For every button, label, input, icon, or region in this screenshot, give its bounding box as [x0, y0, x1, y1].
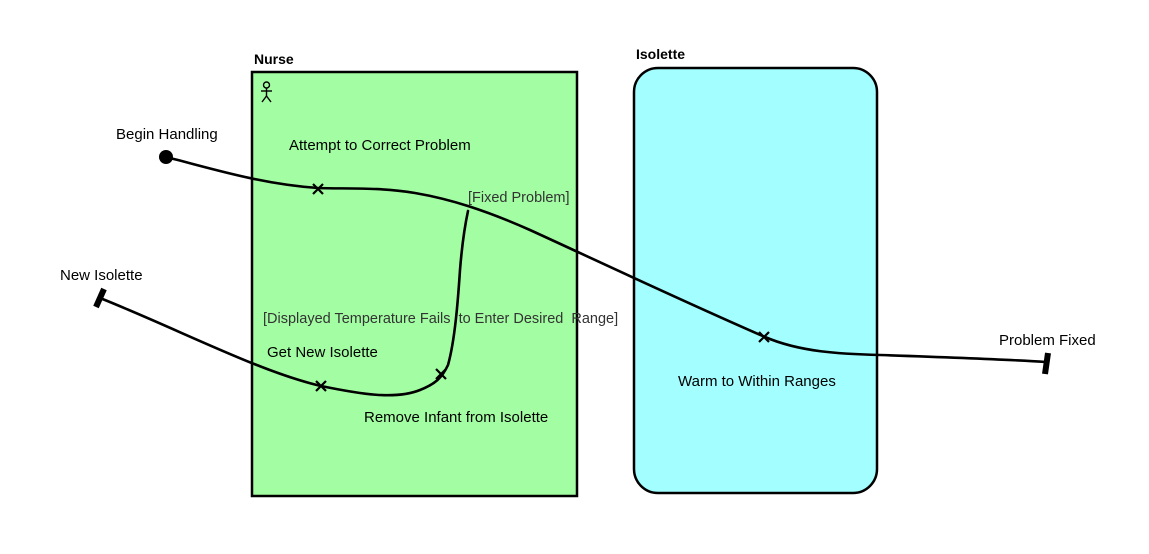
begin-handling-label: Begin Handling — [116, 126, 218, 143]
isolette-lane — [632, 66, 879, 495]
fixed-problem-guard: [Fixed Problem] — [468, 190, 570, 206]
stick-figure-icon — [261, 81, 272, 103]
nurse-lane — [250, 70, 579, 498]
problem-fixed-label: Problem Fixed — [999, 332, 1096, 349]
new-isolette-bar-node — [93, 287, 107, 309]
warm-within-ranges-label: Warm to Within Ranges — [678, 373, 836, 390]
step-marker-attempt-correct — [312, 183, 324, 195]
problem-fixed-bar-node — [1042, 352, 1051, 375]
step-marker-warm-within-ranges — [758, 331, 770, 343]
new-isolette-label: New Isolette — [60, 267, 143, 284]
isolette-lane-title: Isolette — [636, 46, 685, 62]
step-marker-get-new-isolette — [315, 380, 327, 392]
attempt-correct-label: Attempt to Correct Problem — [289, 137, 471, 154]
begin-handling-start-node — [159, 150, 173, 164]
get-new-isolette-label: Get New Isolette — [267, 344, 378, 361]
remove-infant-label: Remove Infant from Isolette — [364, 409, 548, 426]
new-isolette-path — [98, 209, 470, 397]
nurse-lane-title: Nurse — [254, 51, 294, 67]
temperature-fails-guard: [Displayed Temperature Fails to Enter De… — [263, 311, 618, 327]
step-marker-remove-infant — [435, 368, 447, 380]
